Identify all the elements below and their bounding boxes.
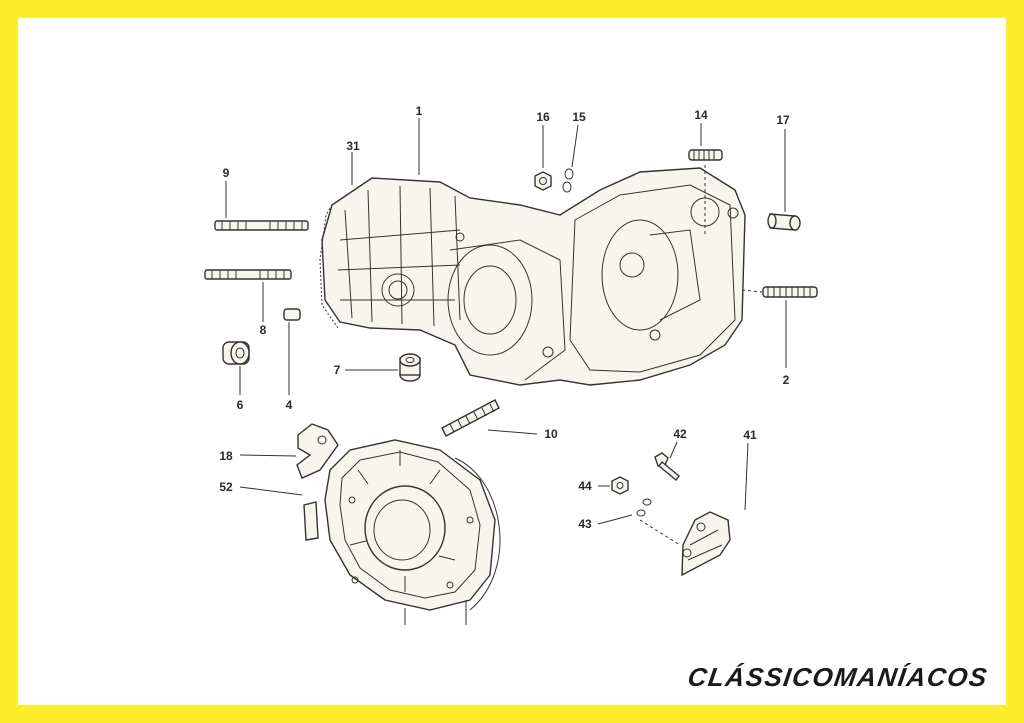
- callout-42: 42: [673, 427, 687, 441]
- callout-41: 41: [743, 428, 757, 442]
- transmission-housing: [319, 167, 746, 386]
- bolt-42: [654, 452, 680, 482]
- callout-9: 9: [223, 166, 230, 180]
- bushing-17: [767, 213, 801, 231]
- stud-2: [741, 286, 818, 298]
- callout-6: 6: [237, 398, 244, 412]
- callout-17: 17: [776, 113, 790, 127]
- bushing-6: [222, 341, 250, 365]
- callout-4: 4: [286, 398, 293, 412]
- callout-31: 31: [346, 139, 360, 153]
- bracket-18: [296, 423, 339, 479]
- callout-52: 52: [219, 480, 233, 494]
- plate-52: [303, 501, 319, 541]
- callout-18: 18: [219, 449, 233, 463]
- callout-14: 14: [694, 108, 708, 122]
- callout-1: 1: [416, 104, 423, 118]
- lock-washer-15: [562, 168, 574, 193]
- rear-mount-41: [639, 511, 731, 577]
- stud-10: [441, 399, 500, 437]
- dowel-4: [283, 308, 301, 321]
- callout-7: 7: [334, 363, 341, 377]
- nut-44: [611, 476, 629, 495]
- callout-10: 10: [544, 427, 558, 441]
- callout-16: 16: [536, 110, 550, 124]
- callout-8: 8: [260, 323, 267, 337]
- callout-15: 15: [572, 110, 586, 124]
- front-cover: [324, 439, 501, 611]
- stud-8: [204, 269, 292, 280]
- leader-lines: [225, 118, 787, 625]
- mount-7: [399, 353, 421, 382]
- callout-2: 2: [783, 373, 790, 387]
- nut-16: [534, 171, 552, 191]
- stud-14: [688, 149, 723, 235]
- callout-43: 43: [578, 517, 592, 531]
- stud-9: [214, 220, 309, 231]
- washer-43: [636, 498, 652, 517]
- brand-logo-text: CLÁSSICOMANÍACOS: [685, 662, 991, 692]
- callout-44: 44: [578, 479, 592, 493]
